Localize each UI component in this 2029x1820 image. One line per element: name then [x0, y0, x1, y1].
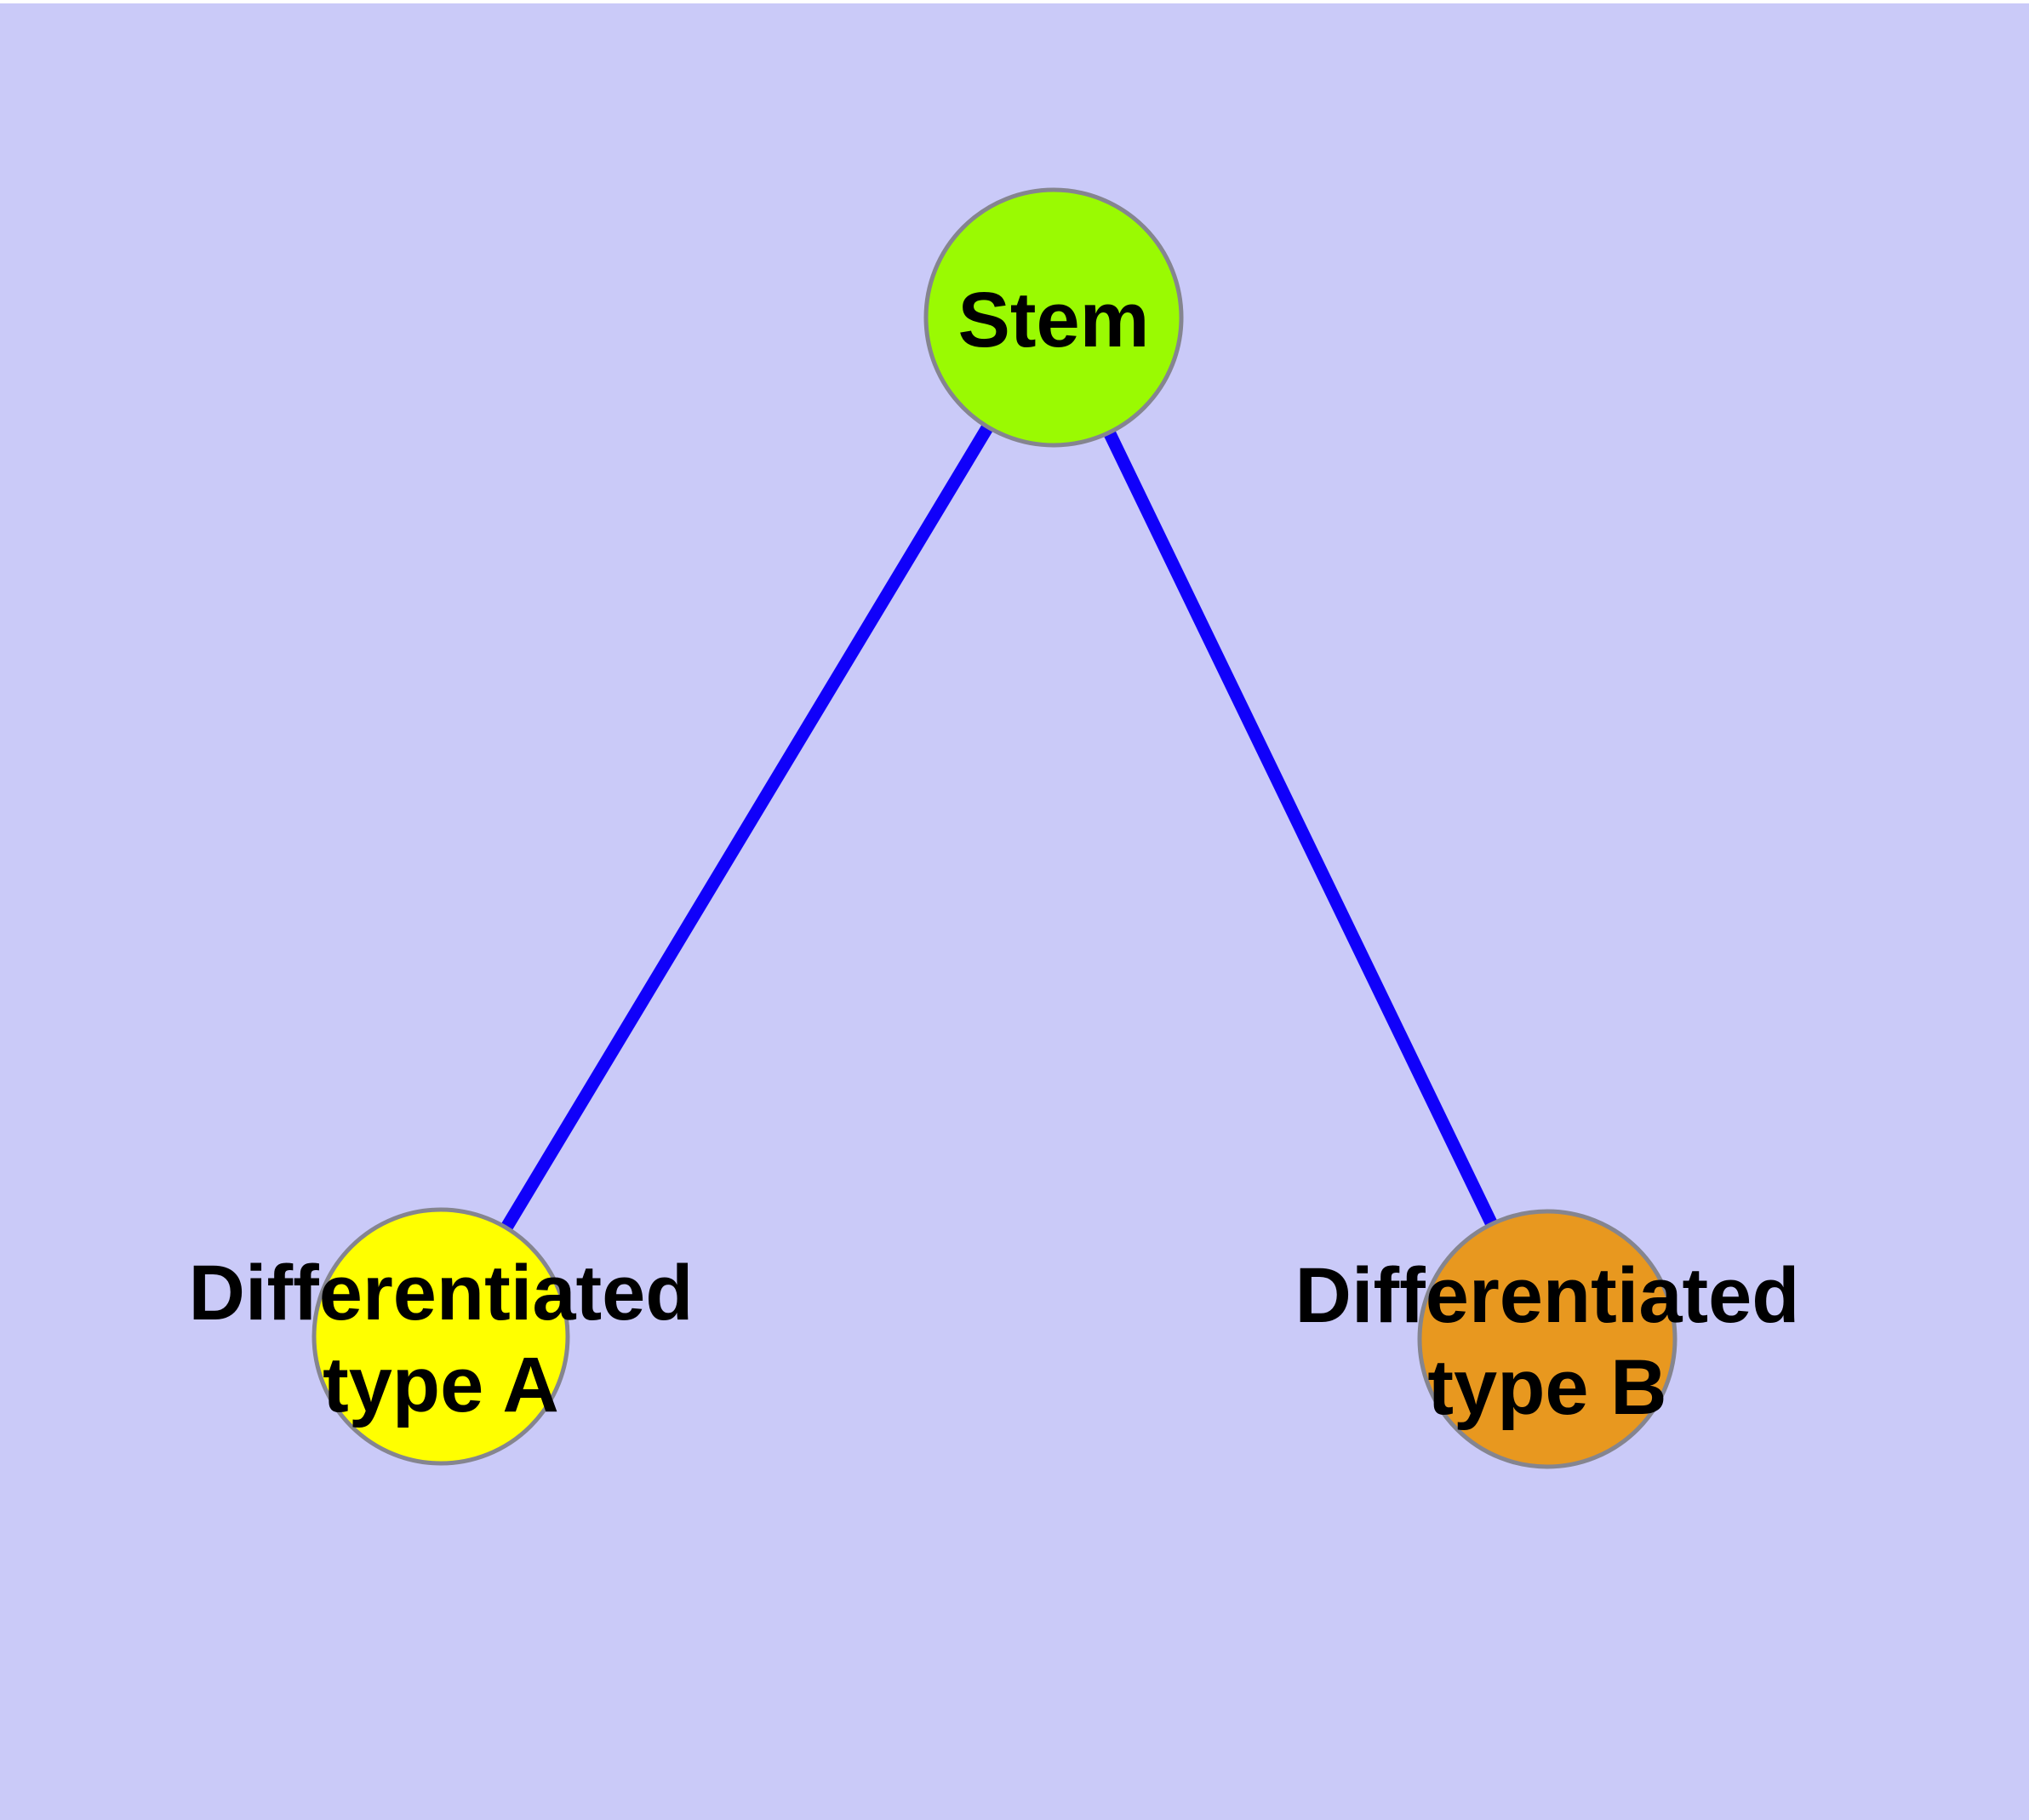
edges — [435, 314, 1553, 1342]
node-differentiated-type-a: Differentiated type A — [189, 1207, 694, 1466]
node-type-a-circle — [311, 1207, 570, 1466]
node-differentiated-type-b: Differentiated type B — [1295, 1209, 1800, 1469]
node-stem: Stem — [923, 187, 1184, 448]
node-type-b-circle — [1417, 1209, 1677, 1469]
node-type-b-label-line2: type B — [1427, 1344, 1666, 1431]
edge-stem-to-type-b — [1048, 314, 1553, 1342]
node-type-b-label-line1: Differentiated — [1295, 1252, 1800, 1339]
node-stem-circle — [923, 187, 1184, 448]
node-stem-label: Stem — [958, 277, 1150, 363]
node-type-a-label-line1: Differentiated — [189, 1250, 694, 1336]
edge-stem-to-type-a — [435, 314, 1060, 1340]
top-margin-strip — [0, 0, 2029, 3]
node-type-a-label-line2: type A — [323, 1342, 559, 1428]
